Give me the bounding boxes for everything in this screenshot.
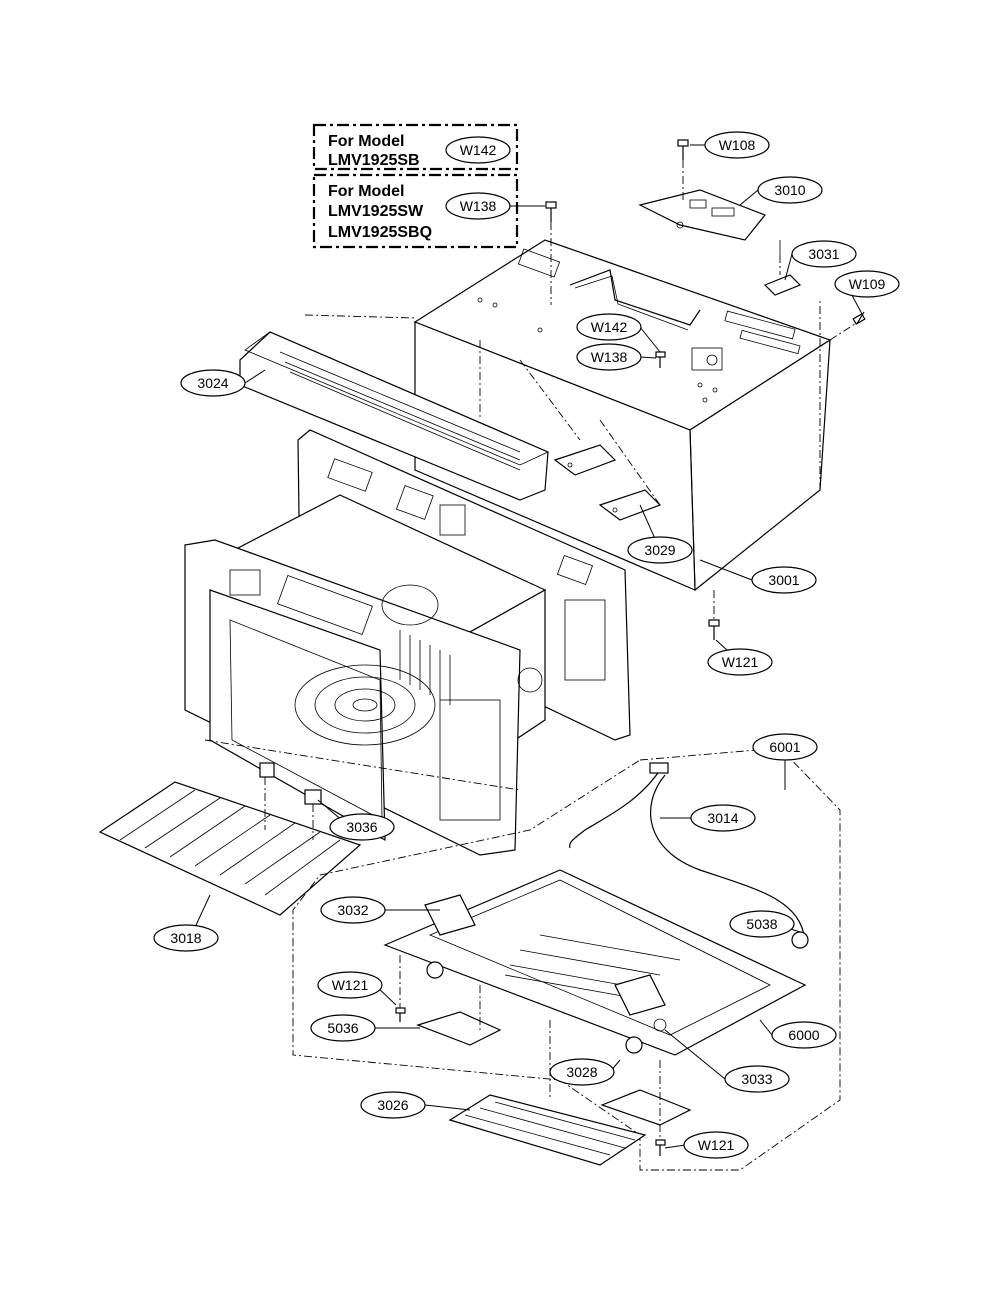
small-bracket-3031 [763,240,802,296]
note-part-label: W142 [460,142,497,158]
svg-text:W109: W109 [849,276,886,292]
model-note-lmv1925sw-sbq: For Model LMV1925SW LMV1925SBQ W138 [312,173,545,249]
svg-text:5036: 5036 [327,1020,358,1036]
lamp-socket-5036 [416,1011,692,1126]
svg-text:W121: W121 [332,977,369,993]
callout-w142: W142 [576,313,642,341]
svg-text:3032: 3032 [337,902,368,918]
grease-filter-3026 [448,1094,647,1166]
callout-3029: 3029 [627,536,693,564]
svg-text:W121: W121 [698,1137,735,1153]
callout-3001: 3001 [751,566,817,594]
callout-3031: 3031 [791,240,857,268]
callout-3014: 3014 [690,804,756,832]
screw-w138-top [545,201,557,222]
callout-w121-c: W121 [683,1131,749,1159]
note-part-label: W138 [460,198,497,214]
svg-text:3031: 3031 [808,246,839,262]
callout-w109: W109 [834,270,900,298]
top-bracket-3010 [638,189,766,241]
oven-rack-3018 [98,781,362,916]
svg-text:3029: 3029 [644,542,675,558]
callout-5036: 5036 [310,1014,376,1042]
note-model: LMV1925SB [328,152,420,169]
callout-3036: 3036 [329,813,395,841]
svg-text:3010: 3010 [774,182,805,198]
callout-w121-b: W121 [317,971,383,999]
callout-w121-a: W121 [707,648,773,676]
svg-text:W142: W142 [591,319,628,335]
note-heading: For Model [328,133,404,150]
svg-text:W108: W108 [719,137,756,153]
callout-3028: 3028 [549,1058,615,1086]
screw-w108 [677,139,689,160]
svg-text:3036: 3036 [346,819,377,835]
bracket-3029 [553,444,662,521]
svg-text:3014: 3014 [707,810,738,826]
note-heading: For Model [328,183,404,200]
base-plate-6000 [383,869,807,1056]
callout-w138: W138 [576,343,642,371]
svg-text:3033: 3033 [741,1071,772,1087]
note-model: LMV1925SW [328,203,424,220]
note-model: LMV1925SBQ [328,224,432,241]
screw-w121-top [708,619,720,640]
svg-text:3026: 3026 [377,1097,408,1113]
callout-3024: 3024 [180,369,246,397]
screw-w121-bottom [655,1139,666,1156]
callout-3018: 3018 [153,924,219,952]
screw-w109 [852,311,866,325]
svg-text:3028: 3028 [566,1064,597,1080]
inner-cavity [184,429,631,856]
callout-3010: 3010 [757,176,823,204]
callout-6000: 6000 [771,1021,837,1049]
svg-text:W138: W138 [591,349,628,365]
wire-harness-3014 [569,762,809,949]
svg-text:5038: 5038 [746,916,777,932]
callout-6001: 6001 [752,733,818,761]
vent-grille-3024 [239,331,549,501]
model-note-lmv1925sb: For Model LMV1925SB W142 [312,123,519,171]
svg-text:3024: 3024 [197,375,228,391]
svg-text:W121: W121 [722,654,759,670]
assembly-guide-lines [204,160,859,1140]
callout-w108: W108 [704,131,770,159]
callout-5038: 5038 [729,910,795,938]
screw-w121-mid [395,1007,406,1022]
svg-text:6000: 6000 [788,1027,819,1043]
callout-3033: 3033 [724,1065,790,1093]
svg-text:3001: 3001 [768,572,799,588]
svg-text:6001: 6001 [769,739,800,755]
callout-3032: 3032 [320,896,386,924]
callout-3026: 3026 [360,1091,426,1119]
svg-text:3018: 3018 [170,930,201,946]
screw-w138-mid [655,351,666,368]
